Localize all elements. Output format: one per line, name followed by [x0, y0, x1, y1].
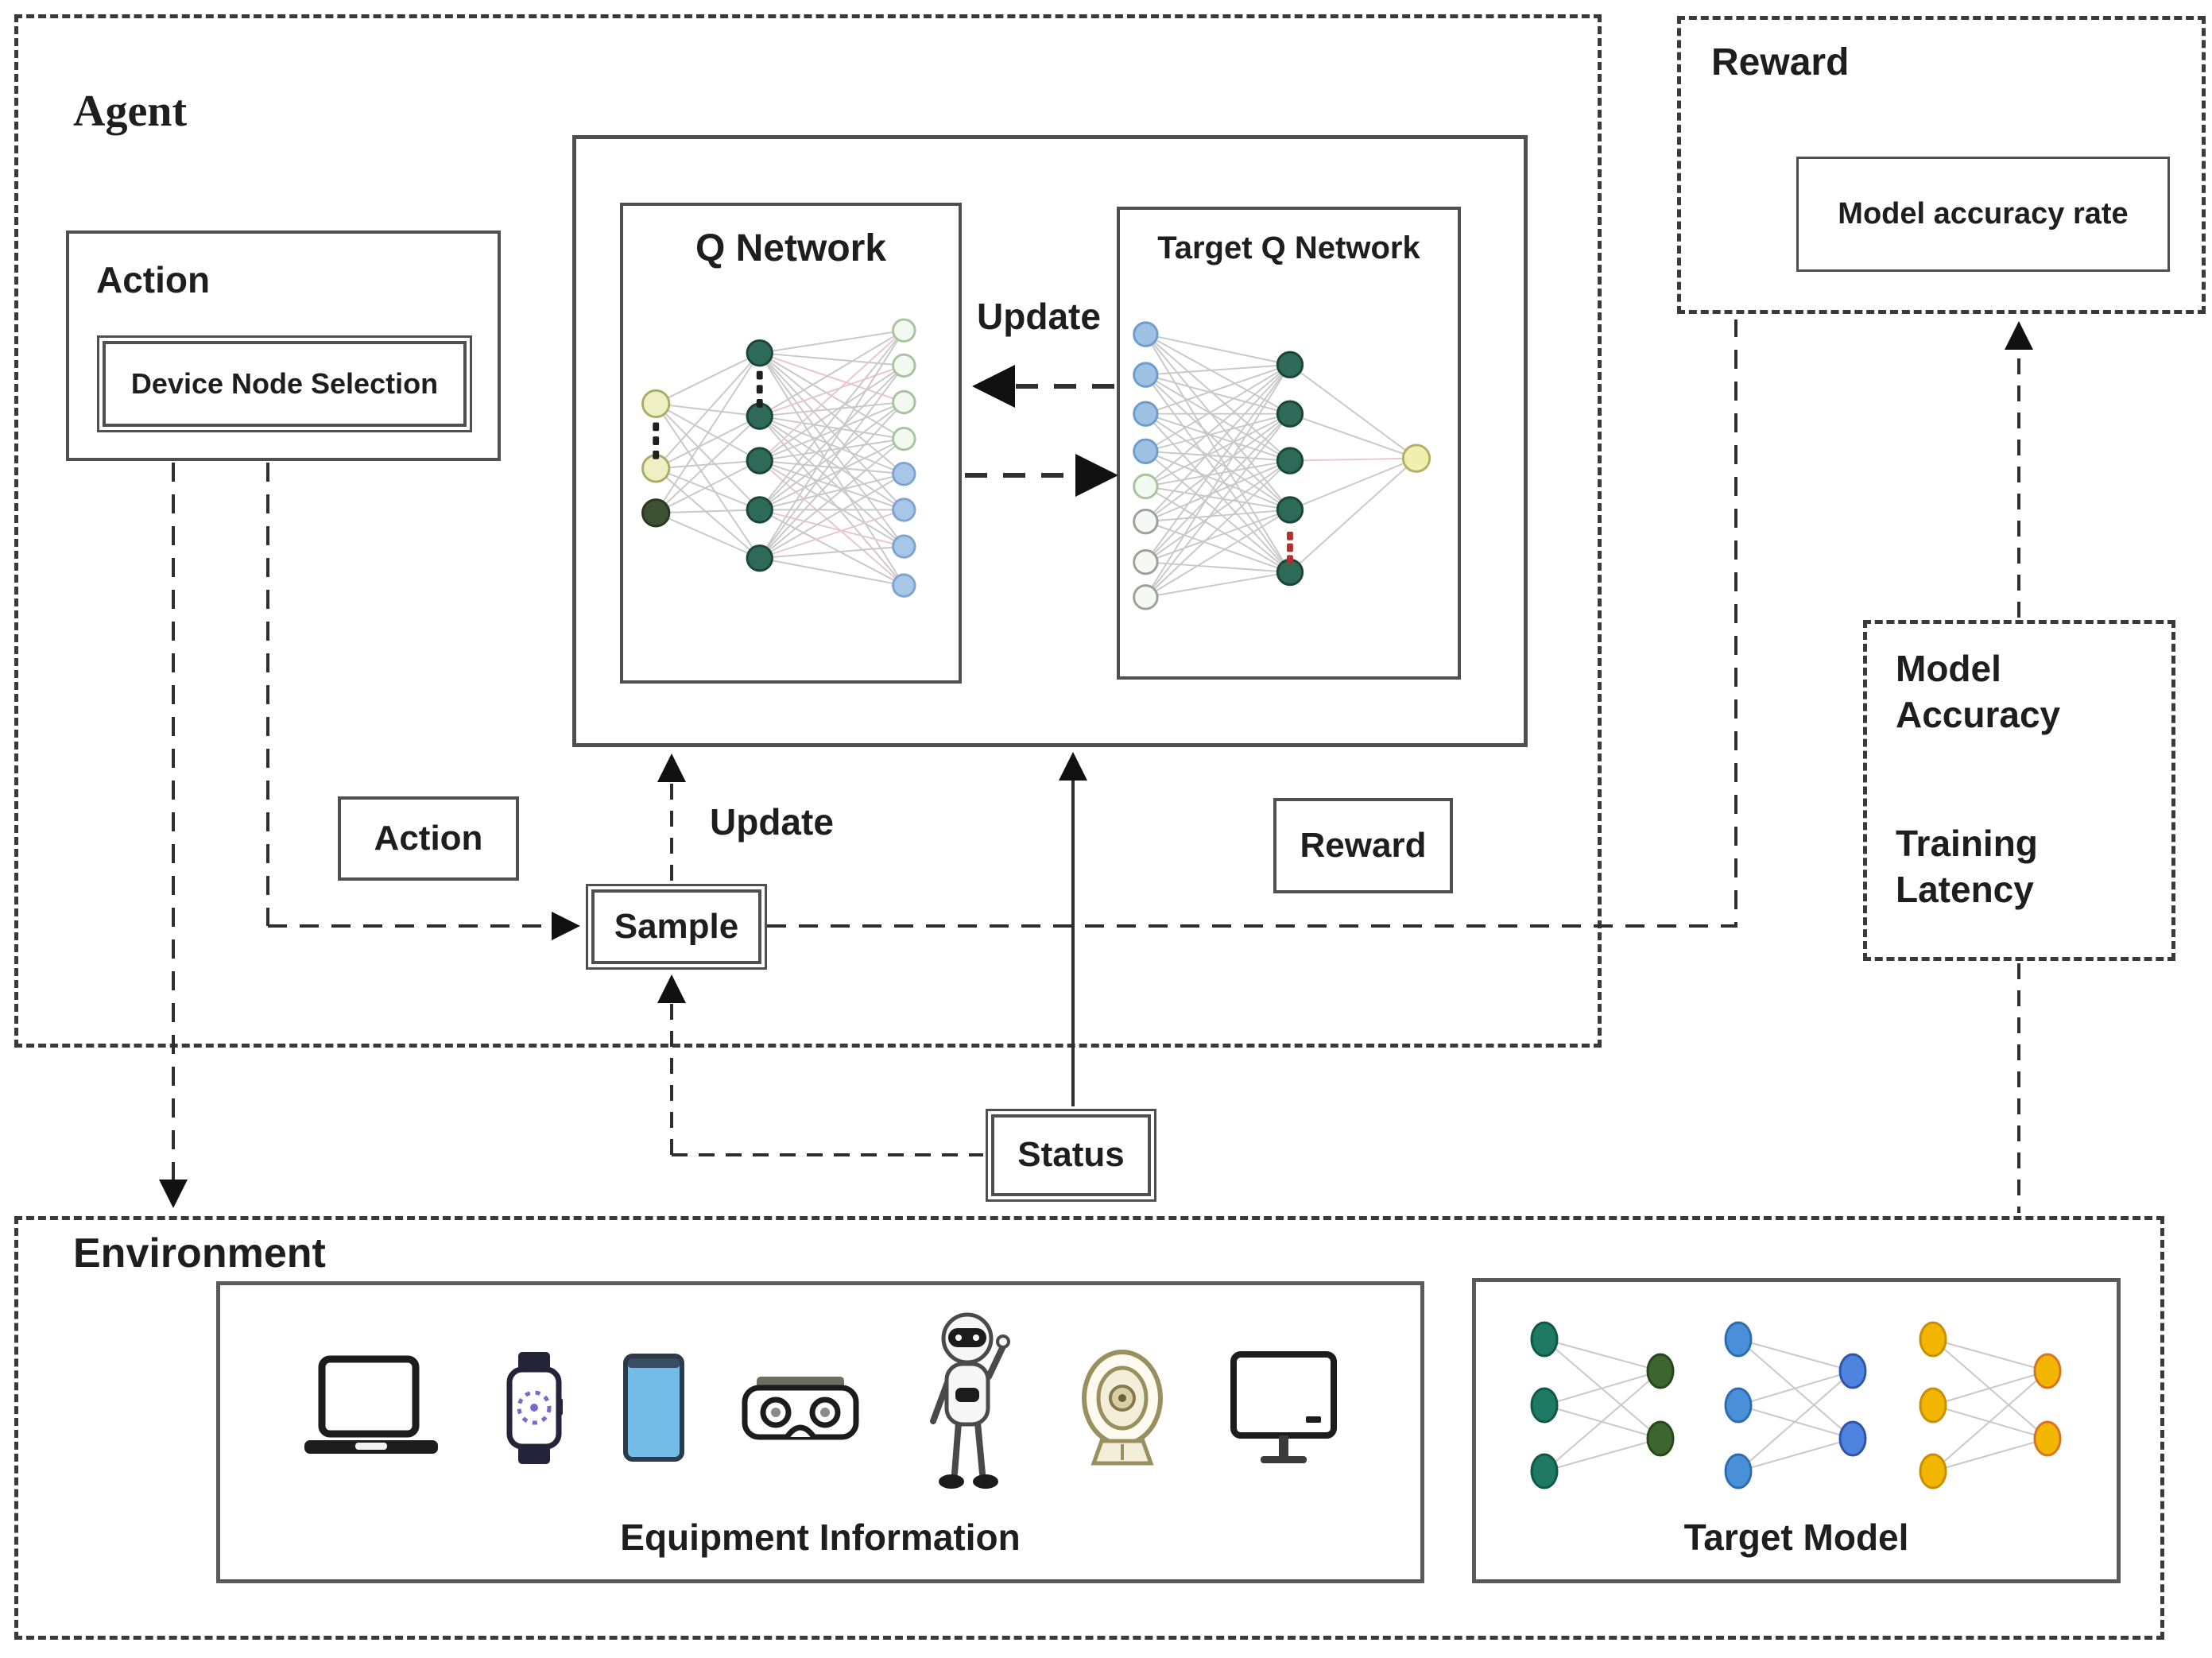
device-node-selection-box: Device Node Selection — [97, 335, 472, 432]
robot-icon — [914, 1308, 1021, 1507]
training-latency-metric: Training Latency — [1896, 823, 2038, 910]
equipment-caption: Equipment Information — [620, 1517, 1021, 1558]
mid-action-box: Action — [338, 796, 519, 881]
target-q-network-graph — [1133, 321, 1431, 610]
status-box: Status — [986, 1109, 1156, 1202]
q-network-box: Q Network — [620, 203, 962, 684]
model-accuracy-rate-box: Model accuracy rate — [1796, 157, 2170, 272]
metrics-panel: Model Accuracy Training Latency — [1863, 620, 2175, 961]
smartphone-icon — [620, 1352, 688, 1463]
update-networks-label: Update — [977, 296, 1101, 337]
sample-box: Sample — [586, 884, 767, 970]
smartwatch-icon — [502, 1350, 566, 1466]
laptop-icon — [298, 1354, 449, 1462]
target-q-network-box: Target Q Network — [1117, 207, 1461, 680]
sample-label: Sample — [614, 906, 739, 946]
target-model-box: Target Model — [1472, 1278, 2121, 1583]
agent-label: Agent — [73, 87, 188, 136]
model-accuracy-metric: Model Accuracy — [1896, 648, 2061, 735]
status-label: Status — [1017, 1135, 1125, 1175]
device-node-selection-label: Device Node Selection — [130, 367, 439, 401]
environment-label: Environment — [73, 1230, 326, 1276]
environment-panel — [14, 1216, 2164, 1640]
mid-reward-box: Reward — [1273, 798, 1453, 893]
q-network-graph — [641, 318, 916, 598]
vr-headset-icon — [741, 1370, 860, 1446]
equipment-icon-row — [244, 1296, 1397, 1519]
target-model-caption: Target Model — [1683, 1517, 1909, 1558]
mid-reward-label: Reward — [1300, 825, 1427, 865]
reward-panel: Reward Model accuracy rate — [1677, 16, 2206, 314]
mid-action-label: Action — [374, 818, 483, 858]
action-panel-title: Action — [96, 259, 211, 300]
model-accuracy-rate-label: Model accuracy rate — [1838, 196, 2129, 230]
equipment-box: Equipment Information — [216, 1281, 1424, 1583]
reward-panel-title: Reward — [1711, 41, 1850, 83]
target-q-network-title: Target Q Network — [1157, 230, 1420, 265]
mid-update-label: Update — [710, 801, 834, 843]
webcam-icon — [1075, 1344, 1170, 1471]
action-panel: Action Device Node Selection — [66, 230, 501, 461]
target-model-graph — [1530, 1321, 2062, 1489]
q-network-title: Q Network — [695, 227, 887, 269]
monitor-icon — [1224, 1348, 1343, 1467]
